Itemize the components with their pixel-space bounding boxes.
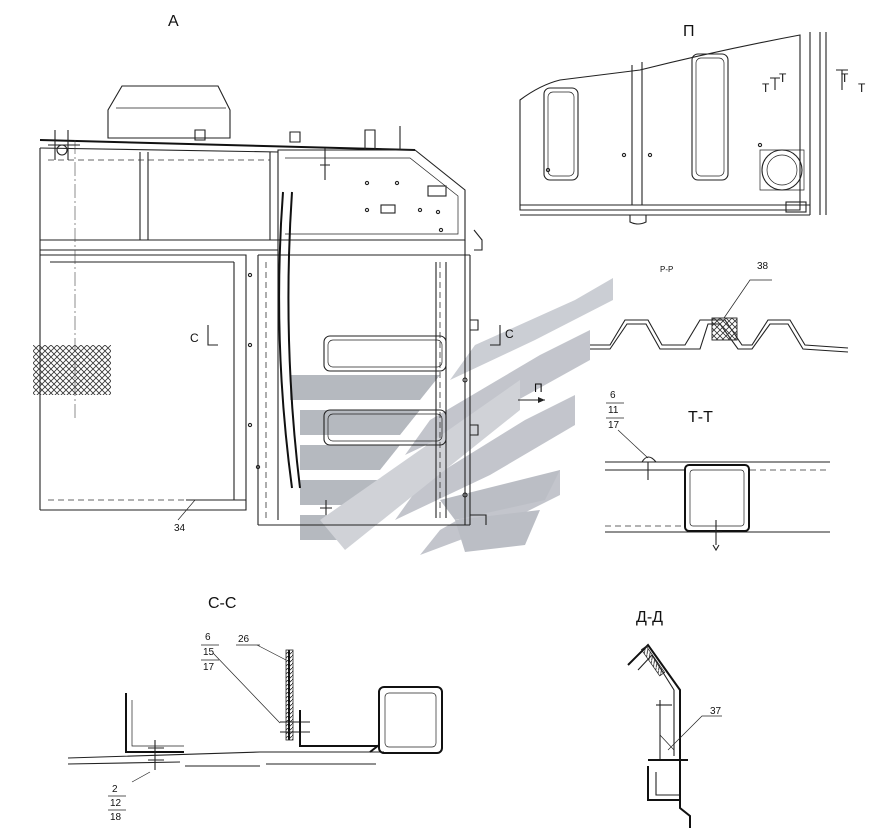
main-side-view bbox=[33, 85, 487, 526]
svg-text:С: С bbox=[190, 331, 199, 345]
view-p-t-markers: Т Т Т Т bbox=[762, 69, 866, 95]
section-dd-title: Д-Д bbox=[636, 609, 663, 626]
callout-26: 26 bbox=[236, 634, 260, 646]
svg-text:6: 6 bbox=[205, 632, 211, 643]
view-p-title: П bbox=[683, 23, 695, 40]
svg-text:Т: Т bbox=[779, 71, 787, 85]
svg-text:П: П bbox=[534, 381, 543, 395]
watermark-logo-icon bbox=[290, 278, 613, 555]
section-cc-drawing bbox=[67, 644, 443, 783]
section-pp-insert-38 bbox=[711, 317, 738, 341]
svg-text:15: 15 bbox=[203, 647, 215, 658]
callout-38: 38 bbox=[757, 261, 769, 272]
section-tt-title: Т-Т bbox=[688, 409, 713, 426]
svg-text:34: 34 bbox=[174, 523, 186, 534]
section-tt-drawing bbox=[605, 429, 830, 552]
view-p-arrow: П bbox=[518, 381, 545, 403]
svg-text:С: С bbox=[505, 327, 514, 341]
section-cc-title: С-С bbox=[208, 595, 236, 612]
svg-text:Т: Т bbox=[858, 81, 866, 95]
view-a-title: А bbox=[168, 13, 179, 30]
callout-cc-top-stack: 6 15 17 bbox=[201, 632, 219, 673]
callout-34: 34 bbox=[174, 499, 196, 534]
svg-text:2: 2 bbox=[112, 784, 118, 795]
svg-text:12: 12 bbox=[110, 798, 122, 809]
svg-text:18: 18 bbox=[110, 812, 122, 823]
svg-text:6: 6 bbox=[610, 390, 616, 401]
svg-text:Т: Т bbox=[762, 81, 770, 95]
callout-tt-stack: 6 11 17 bbox=[606, 390, 624, 431]
svg-text:17: 17 bbox=[608, 420, 620, 431]
view-p-drawing bbox=[519, 32, 827, 225]
section-pp-title: Р-Р bbox=[660, 265, 673, 274]
callout-cc-bottom-stack: 2 12 18 bbox=[108, 784, 126, 823]
svg-text:11: 11 bbox=[608, 405, 619, 416]
svg-text:17: 17 bbox=[203, 662, 215, 673]
svg-text:26: 26 bbox=[238, 634, 250, 645]
section-c-marker-right: С bbox=[490, 325, 514, 346]
callout-37: 37 bbox=[710, 706, 722, 717]
section-pp-drawing bbox=[590, 279, 849, 353]
svg-text:Т: Т bbox=[841, 71, 849, 85]
hatched-panel bbox=[33, 345, 111, 395]
section-dd-drawing bbox=[627, 643, 722, 828]
section-c-marker-left: С bbox=[190, 325, 218, 346]
